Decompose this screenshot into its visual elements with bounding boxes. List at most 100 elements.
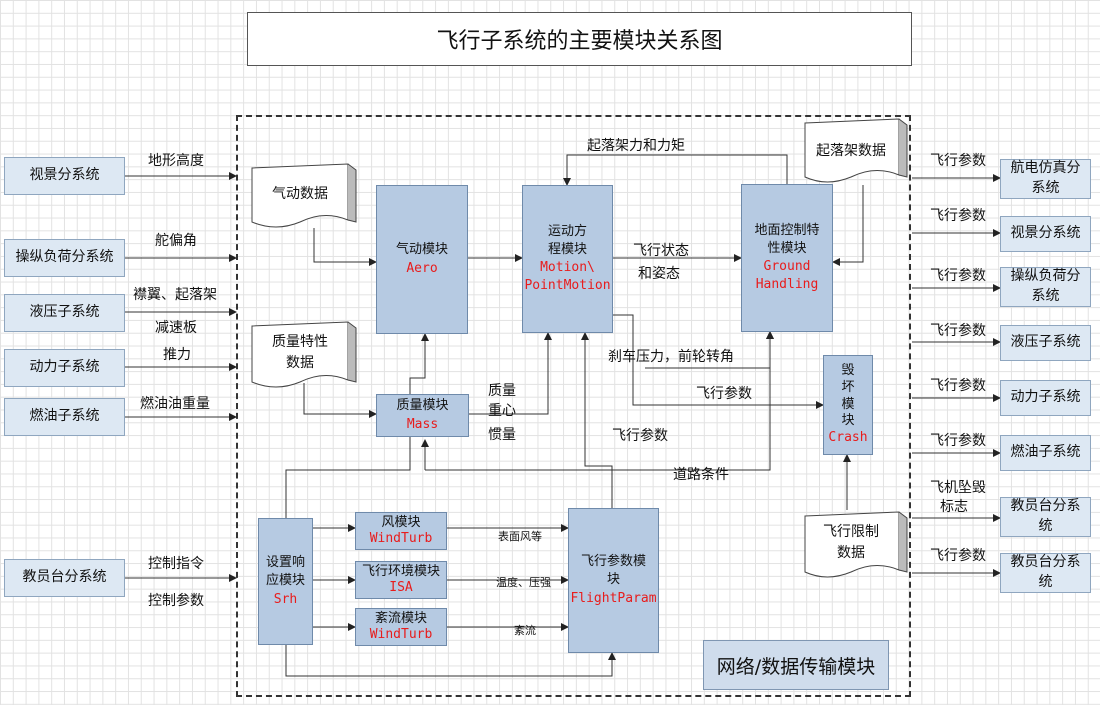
right-system-visual: 视景分系统 [1000,216,1091,252]
left-system-fuel: 燃油子系统 [4,398,125,436]
module-cn-label: 毁 [841,362,855,378]
label-road-conditions: 道路条件 [673,467,729,483]
right-system-label: 视景分系统 [1010,225,1081,242]
module-en-label: Aero [406,260,438,276]
diagram-title: 飞行子系统的主要模块关系图 [247,12,912,66]
module-cn-label: 块 [841,413,855,429]
limit-data-document [804,511,908,578]
module-cn-label: 块 [606,572,620,588]
module-cn-label: 设置响 [265,555,305,571]
right-system-power: 动力子系统 [1000,380,1091,416]
crash-flag-label-1: 飞机坠毁 [930,480,986,496]
crash-flag-label-2: 标志 [940,499,968,515]
signal-control-command: 控制指令 [148,556,204,572]
left-system-hydraulic: 液压子系统 [4,294,125,332]
signal-flap-gear: 襟翼、起落架 [133,287,217,303]
label-surface-wind: 表面风等 [498,530,542,543]
left-system-visual: 视景分系统 [4,157,125,195]
label-mass: 质量 [488,383,516,399]
mass-data-document [251,321,357,388]
right-system-label: 系统 [1031,180,1060,196]
module-cn-label: 模 [841,396,855,412]
right-system-control-load: 操纵负荷分 系统 [1000,267,1091,307]
right-system-label: 液压子系统 [1010,334,1081,351]
module-en-label: Mass [406,416,439,432]
right-system-label: 统 [1038,574,1053,590]
module-en-label: WindTurb [369,531,433,546]
right-system-hydraulic: 液压子系统 [1000,325,1091,361]
module-cn-label: 坏 [841,379,855,395]
mass-data-label: 质量特性 数据 [252,332,348,374]
module-en-label: Ground [763,259,811,274]
module-en-label: Motion\ [540,260,595,275]
aero-data-document [251,163,357,228]
right-system-label: 燃油子系统 [1010,444,1081,461]
module-en-label: Handling [755,277,819,293]
module-en-label: Srh [273,591,298,607]
right-signal-label: 飞行参数 [930,433,986,449]
network-transfer-module: 网络/数据传输模块 [703,640,889,690]
aero-data-label: 气动数据 [272,186,328,202]
signal-fuel-weight: 燃油油重量 [140,396,210,412]
mass-data-label-line: 数据 [286,355,314,371]
module-cn-label: 气动模块 [395,242,448,258]
mass-module: 质量模块 Mass [376,394,469,437]
right-signal-label: 飞行参数 [930,268,986,284]
module-cn-label: 应模块 [265,573,305,589]
label-turbulence: 紊流 [514,624,536,637]
module-en-label: WindTurb [369,627,433,642]
left-system-power: 动力子系统 [4,349,125,387]
turbulence-module: 紊流模块 WindTurb [355,608,447,646]
motion-module: 运动方 程模块 Motion\ PointMotion [522,185,613,333]
label-attitude: 和姿态 [638,266,680,282]
right-system-instructor-2: 教员台分系 统 [1000,553,1091,593]
right-system-label: 统 [1038,518,1053,534]
module-cn-label: 飞行参数模 [580,554,646,570]
right-signal-label: 飞行参数 [930,548,986,564]
label-brake: 刹车压力，前轮转角 [608,349,734,365]
ground-handling-module: 地面控制特 性模块 Ground Handling [741,184,833,332]
crash-module: 毁 坏 模 块 Crash [823,355,873,455]
right-system-label: 动力子系统 [1010,389,1081,406]
module-en-label: PointMotion [524,278,611,294]
module-en-label: ISA [389,580,413,595]
label-temp-pressure: 温度、压强 [496,576,551,589]
signal-speedbrake: 减速板 [155,320,197,336]
wind-module: 风模块 WindTurb [355,512,447,550]
right-system-label: 操纵负荷分 [1010,268,1081,285]
label-flight-params-motion: 飞行参数 [612,428,668,444]
srh-module: 设置响 应模块 Srh [258,518,313,645]
label-gear-force: 起落架力和力矩 [587,138,685,154]
module-cn-label: 飞行环境模块 [361,564,440,580]
isa-module: 飞行环境模块 ISA [355,561,447,599]
right-system-avionics: 航电仿真分 系统 [1000,159,1091,199]
flight-subsystem-boundary [236,115,911,697]
label-flight-params-crash: 飞行参数 [696,386,752,402]
signal-terrain-height: 地形高度 [148,153,204,169]
right-system-label: 教员台分系 [1010,554,1081,571]
right-signal-label: 飞行参数 [930,323,986,339]
module-cn-label: 风模块 [381,515,421,531]
signal-control-param: 控制参数 [148,593,204,609]
right-system-label: 航电仿真分 [1010,160,1081,177]
label-cg: 重心 [488,403,516,419]
right-system-label: 教员台分系 [1010,498,1081,515]
module-en-label: FlightParam [570,590,657,606]
module-cn-label: 程模块 [547,241,587,257]
label-flight-state: 飞行状态 [633,243,689,259]
module-cn-label: 质量模块 [396,398,449,414]
right-signal-label: 飞行参数 [930,378,986,394]
right-system-instructor-1: 教员台分系 统 [1000,497,1091,537]
left-system-control-load: 操纵负荷分系统 [4,239,125,277]
module-en-label: Crash [828,430,868,446]
limit-data-label-line: 飞行限制 [823,524,879,540]
right-signal-label: 飞行参数 [930,153,986,169]
module-cn-label: 地面控制特 [754,222,820,238]
mass-data-label-line: 质量特性 [272,334,328,350]
label-inertia: 惯量 [488,427,516,443]
gear-data-document [804,118,908,183]
right-system-label: 系统 [1031,288,1060,304]
module-cn-label: 运动方 [547,223,587,239]
limit-data-label-line: 数据 [837,545,865,561]
